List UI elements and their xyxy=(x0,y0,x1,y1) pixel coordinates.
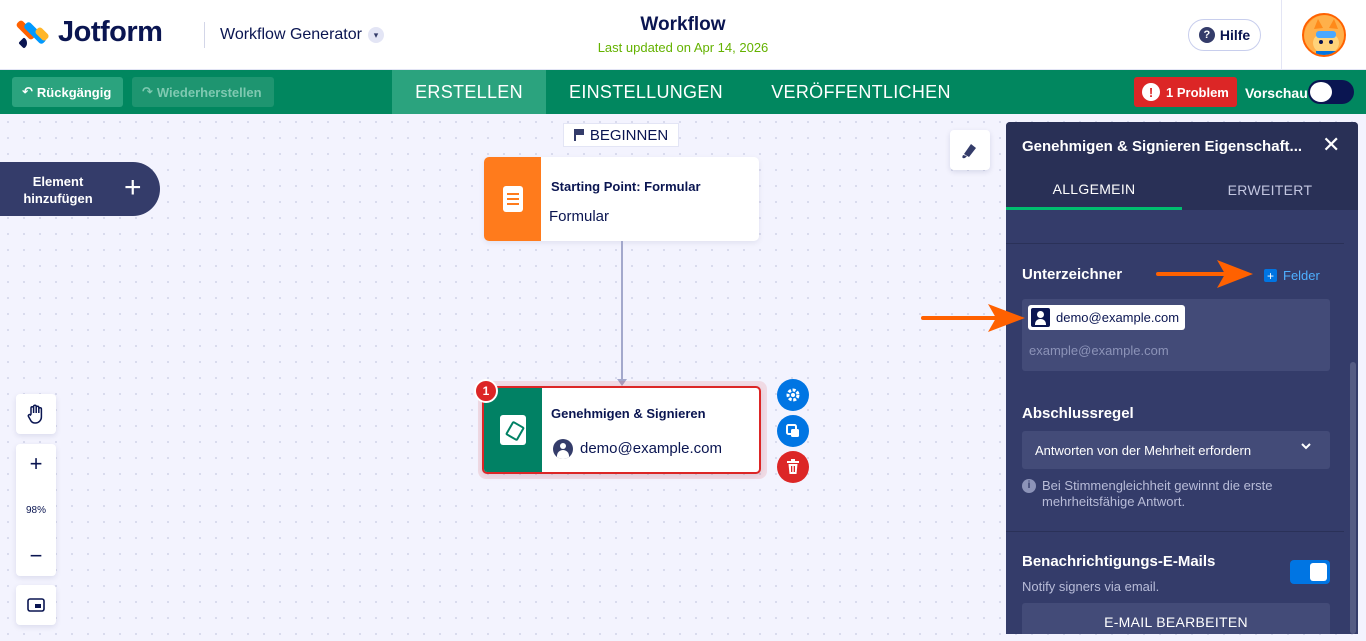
last-updated-text: Last updated on Apr 14, 2026 xyxy=(597,40,769,55)
sign-node[interactable]: Genehmigen & Signieren demo@example.com xyxy=(482,386,761,474)
section-divider xyxy=(1006,243,1344,244)
panel-header: Genehmigen & Signieren Eigenschaft... ✕ xyxy=(1006,122,1358,170)
jotform-logo[interactable]: Jotform xyxy=(15,16,163,49)
node-delete-button[interactable] xyxy=(777,451,809,483)
start-node[interactable]: Starting Point: Formular Formular xyxy=(484,157,759,241)
notify-toggle[interactable] xyxy=(1290,560,1330,584)
fields-link-label: Felder xyxy=(1283,268,1320,283)
contact-icon xyxy=(1031,308,1050,327)
redo-button[interactable]: ↷ Wiederherstellen xyxy=(132,77,274,107)
avatar[interactable] xyxy=(1302,13,1346,57)
add-fields-link[interactable]: + Felder xyxy=(1264,268,1320,283)
add-element-button[interactable]: Element hinzufügen + xyxy=(0,162,160,216)
add-element-label: Element hinzufügen xyxy=(23,174,93,206)
sign-node-assignee: demo@example.com xyxy=(580,440,722,457)
signer-placeholder: example@example.com xyxy=(1029,343,1169,358)
tab-publish[interactable]: VERÖFFENTLICHEN xyxy=(771,81,951,102)
sign-document-icon xyxy=(484,388,542,472)
info-icon: i xyxy=(1022,479,1036,493)
signers-input[interactable]: demo@example.com example@example.com xyxy=(1022,299,1330,371)
tab-general[interactable]: ALLGEMEIN xyxy=(1006,170,1182,210)
app-switcher[interactable]: Workflow Generator ▾ xyxy=(220,26,384,44)
notify-subtitle: Notify signers via email. xyxy=(1022,579,1160,594)
plus-icon: + xyxy=(124,171,142,204)
begin-marker: BEGINNEN xyxy=(563,123,679,147)
tab-settings[interactable]: EINSTELLUNGEN xyxy=(569,81,723,102)
toggle-knob xyxy=(1310,563,1327,581)
panel-title: Genehmigen & Signieren Eigenschaft... xyxy=(1022,138,1303,155)
completion-info-text: Bei Stimmengleichheit gewinnt die erste … xyxy=(1042,478,1273,509)
completion-rule-select[interactable]: Antworten von der Mehrheit erfordern xyxy=(1022,431,1330,469)
gear-icon xyxy=(786,388,800,402)
panel-scrollbar[interactable] xyxy=(1350,362,1356,634)
undo-label: Rückgängig xyxy=(36,84,112,100)
brand-name: Jotform xyxy=(58,16,163,48)
start-node-title: Starting Point: Formular xyxy=(551,179,701,194)
preview-label: Vorschau xyxy=(1245,85,1308,101)
minimap-icon xyxy=(16,585,56,625)
tab-advanced[interactable]: ERWEITERT xyxy=(1227,182,1313,198)
tab-create[interactable]: ERSTELLEN xyxy=(392,70,546,114)
redo-icon: ↷ xyxy=(142,84,153,99)
minimap-button[interactable] xyxy=(16,585,56,625)
app-name-label: Workflow Generator xyxy=(220,26,362,43)
annotation-arrow-fields-icon xyxy=(1156,260,1253,288)
style-brush-button[interactable] xyxy=(950,130,990,170)
zoom-in-button[interactable]: + xyxy=(29,451,43,476)
node-settings-button[interactable] xyxy=(777,379,809,411)
annotation-arrow-signer-icon xyxy=(921,304,1025,332)
user-icon xyxy=(553,439,573,459)
page-title: Workflow xyxy=(640,14,726,35)
completion-rule-value: Antworten von der Mehrheit erfordern xyxy=(1035,443,1252,458)
completion-rule-title: Abschlussregel xyxy=(1022,405,1134,422)
chevron-down-icon: ▾ xyxy=(367,27,384,43)
undo-button[interactable]: ↶ Rückgängig xyxy=(12,77,124,107)
close-icon[interactable]: ✕ xyxy=(1322,132,1341,157)
alert-icon: ! xyxy=(1142,83,1160,101)
properties-panel: Genehmigen & Signieren Eigenschaft... ✕ … xyxy=(1006,122,1358,634)
signers-title: Unterzeichner xyxy=(1022,266,1123,283)
sign-node-title: Genehmigen & Signieren xyxy=(551,406,706,421)
undo-icon: ↶ xyxy=(22,84,33,99)
problem-label: 1 Problem xyxy=(1166,84,1229,100)
edit-email-button[interactable]: E-MAIL BEARBEITEN xyxy=(1022,603,1330,634)
document-icon xyxy=(484,157,541,241)
copy-icon xyxy=(786,424,799,437)
help-label: Hilfe xyxy=(1219,27,1251,43)
hand-icon xyxy=(16,394,56,434)
zoom-controls: + 98% − xyxy=(16,444,56,576)
chevron-down-icon xyxy=(1300,440,1312,455)
plus-square-icon: + xyxy=(1264,269,1277,282)
signer-chip-label: demo@example.com xyxy=(1056,310,1180,325)
pan-tool[interactable] xyxy=(16,394,56,434)
signer-chip[interactable]: demo@example.com xyxy=(1028,305,1186,330)
app-header: Jotform Workflow Generator ▾ Workflow La… xyxy=(0,0,1366,70)
preview-toggle[interactable] xyxy=(1308,80,1354,104)
problem-button[interactable]: ! 1 Problem xyxy=(1134,77,1237,107)
connector-line xyxy=(621,241,623,381)
panel-tabs: ALLGEMEIN ERWEITERT xyxy=(1006,170,1358,210)
begin-label: BEGINNEN xyxy=(589,126,669,144)
zoom-level: 98% xyxy=(25,504,46,516)
jotform-logo-icon xyxy=(15,17,50,49)
notify-title: Benachrichtigungs-E-Mails xyxy=(1022,553,1216,570)
workflow-title-block: Workflow Last updated on Apr 14, 2026 xyxy=(583,14,783,55)
help-button[interactable]: ? Hilfe xyxy=(1188,19,1261,51)
node-duplicate-button[interactable] xyxy=(777,415,809,447)
question-icon: ? xyxy=(1198,27,1215,43)
builder-navbar: ↶ Rückgängig ↷ Wiederherstellen ERSTELLE… xyxy=(0,70,1366,114)
toggle-knob xyxy=(1310,82,1332,102)
flag-icon xyxy=(573,129,584,141)
header-divider xyxy=(204,22,205,48)
paint-brush-icon xyxy=(962,144,976,159)
error-count-badge: 1 xyxy=(474,379,498,403)
redo-label: Wiederherstellen xyxy=(156,84,262,100)
zoom-out-button[interactable]: − xyxy=(29,543,43,568)
section-divider xyxy=(1006,531,1344,532)
trash-icon xyxy=(787,459,799,474)
connector-arrow-icon xyxy=(617,379,627,386)
header-divider-right xyxy=(1281,0,1282,70)
completion-rule-info: i Bei Stimmengleichheit gewinnt die erst… xyxy=(1022,478,1322,510)
start-node-subtitle: Formular xyxy=(549,208,610,225)
